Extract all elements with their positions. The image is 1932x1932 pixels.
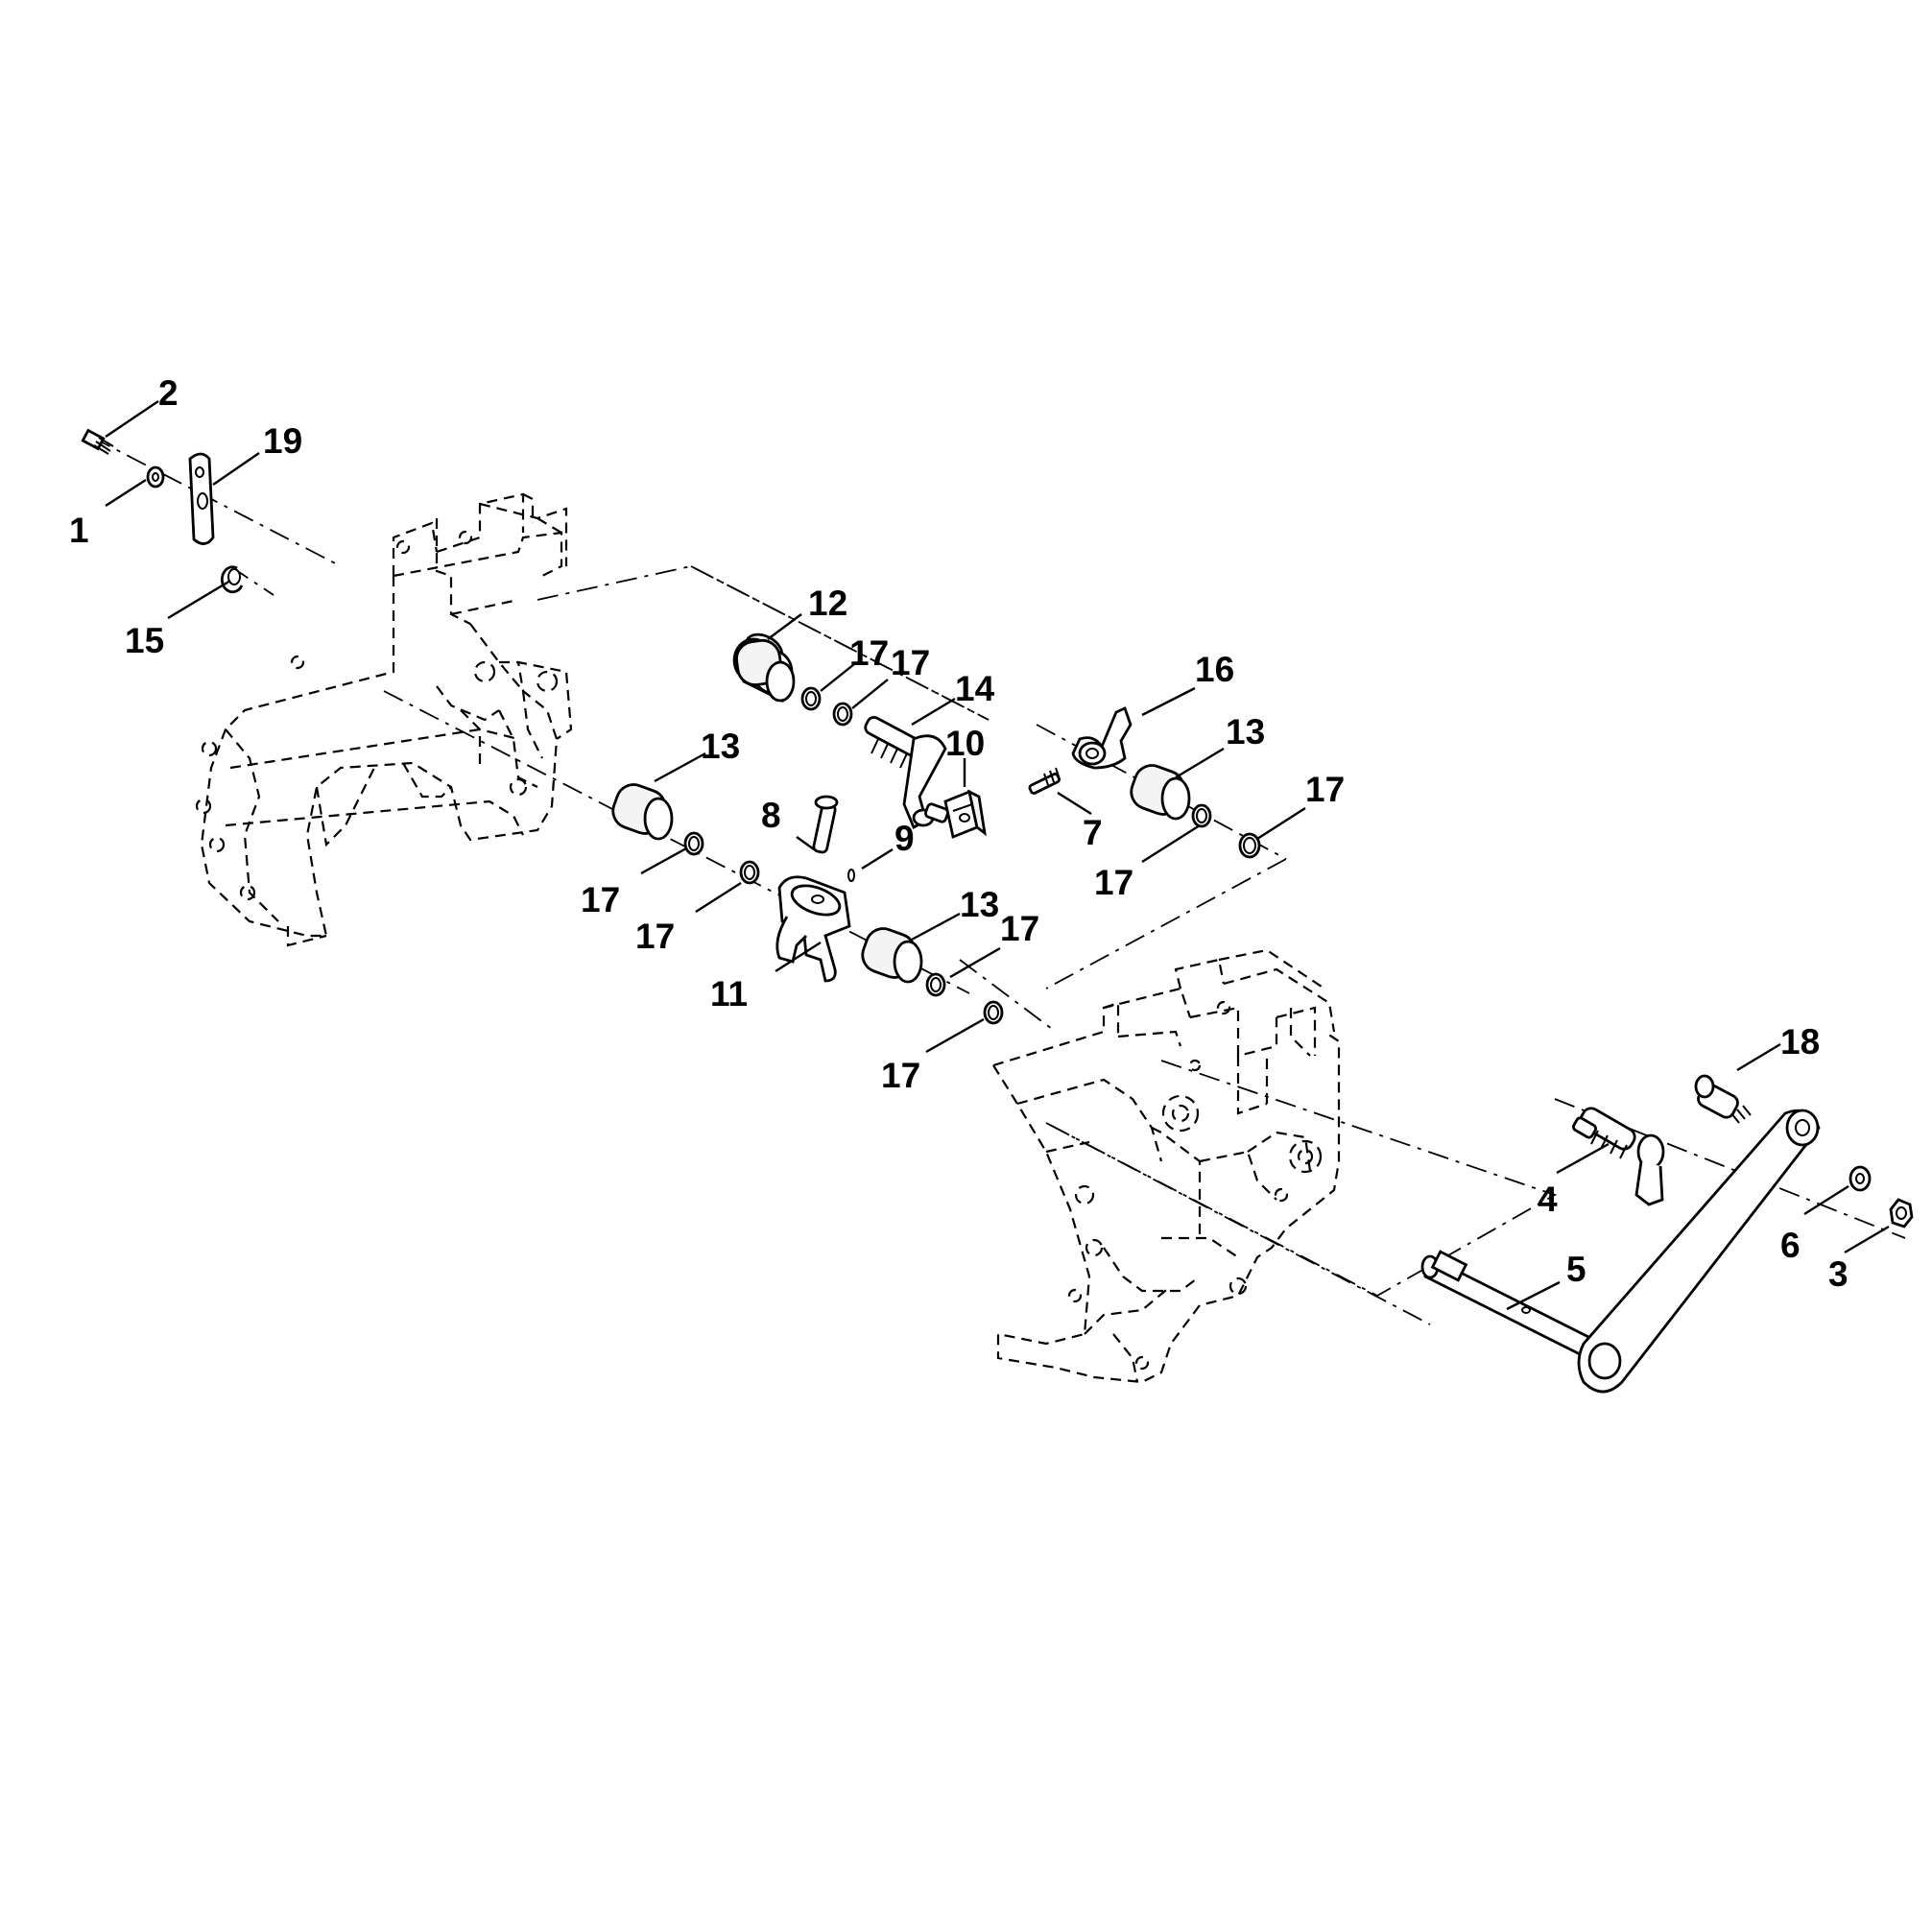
part-12-bushing [732,632,796,704]
callout-3: 3 [1828,1254,1849,1294]
callout-8: 8 [761,796,781,835]
callout-2: 2 [158,373,179,413]
right-housing-phantom [992,948,1341,1384]
part-16-lever-arm [1071,706,1133,770]
callout-19: 19 [263,421,302,461]
part-6-washer [1849,1165,1872,1192]
part-15-retaining-ring [220,565,244,594]
part-17-o-ring-e [683,831,704,856]
callout-4: 4 [1538,1180,1558,1219]
part-8-clevis-pin [812,795,839,854]
callout-11: 11 [710,974,748,1014]
callout-13: 13 [1226,712,1265,751]
callout-17: 17 [1305,770,1345,809]
part-17-o-ring-g [925,972,946,997]
left-housing-phantom [195,492,573,947]
part-18-threaded-fitting [1694,1074,1752,1124]
callout-labels: 2 19 1 15 12 17 17 14 10 13 8 9 17 17 11… [69,373,1849,1294]
callout-17: 17 [849,633,889,673]
assembly-axis-lines [90,436,1906,1325]
callout-12: 12 [808,584,847,623]
callout-5: 5 [1566,1250,1586,1289]
leader-lines [105,400,1890,1311]
part-2-screw [81,428,114,455]
callout-16: 16 [1195,650,1234,689]
callout-13: 13 [701,727,740,766]
part-7-pin [1028,767,1061,795]
callout-6: 6 [1780,1226,1801,1265]
callout-9: 9 [894,819,915,858]
callout-18: 18 [1780,1022,1820,1061]
part-1-washer [146,465,165,489]
callout-7: 7 [1083,813,1103,852]
part-4-detent-shaft [1572,1107,1665,1206]
part-3-nut [1889,1198,1914,1228]
callout-17: 17 [891,643,930,682]
part-17-o-ring-a [800,686,822,711]
callout-17: 17 [1000,909,1039,948]
part-19-plate [188,452,215,545]
callout-10: 10 [945,724,985,763]
callout-13: 13 [960,885,999,924]
part-17-o-ring-h [983,1000,1004,1025]
part-17-o-ring-d [1238,832,1261,859]
part-13-bushing-right [1130,764,1191,821]
callout-15: 15 [125,621,164,660]
callout-17: 17 [581,880,620,919]
callout-1: 1 [69,511,89,550]
part-13-bushing-middle [861,927,923,984]
part-9-cotter-pin [847,869,855,882]
callout-17: 17 [881,1056,920,1095]
part-11-shift-fork [775,875,851,983]
part-10-slide-block [943,789,987,839]
callout-14: 14 [955,669,995,708]
part-17-o-ring-f [739,860,760,885]
callout-17: 17 [1094,863,1133,902]
part-13-bushing-left [611,783,674,841]
callout-17: 17 [635,917,675,956]
part-5-shift-lever-shaft [1420,1109,1821,1394]
part-17-o-ring-b [832,702,853,727]
part-14-lever-shaft [864,716,950,829]
part-17-o-ring-c [1191,803,1212,828]
